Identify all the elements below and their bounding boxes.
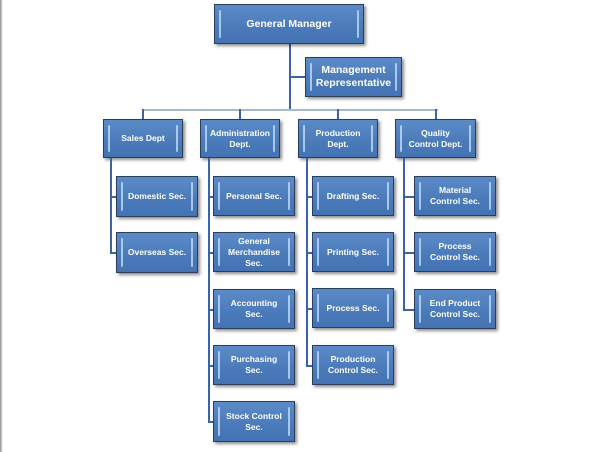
section-box[interactable]: Production Control Sec.: [312, 345, 394, 385]
department-label: Sales Dept: [121, 133, 165, 143]
department-box-sales[interactable]: Sales Dept: [103, 119, 183, 158]
section-box[interactable]: Printing Sec.: [312, 232, 394, 272]
section-box[interactable]: Stock Control Sec.: [213, 401, 295, 442]
connector-admin-branch: [208, 158, 210, 423]
connector-production-branch: [306, 158, 308, 367]
connector-sales-branch: [110, 158, 112, 254]
section-box[interactable]: Personal Sec.: [213, 176, 295, 216]
connector-admin-1: [208, 252, 213, 254]
general-manager-label: General Manager: [246, 17, 332, 30]
department-box-quality-control[interactable]: Quality Control Dept.: [395, 119, 476, 158]
section-label: Production Control Sec.: [327, 354, 379, 375]
connector-qc-branch: [403, 158, 405, 311]
connector-production-3: [306, 365, 312, 367]
connector-production-2: [306, 308, 312, 310]
section-label: Printing Sec.: [327, 246, 379, 257]
section-box[interactable]: End Product Control Sec.: [414, 289, 496, 329]
section-label: End Product Control Sec.: [429, 298, 481, 319]
section-box[interactable]: General Merchandise Sec.: [213, 232, 295, 272]
general-manager-box[interactable]: General Manager: [214, 4, 364, 44]
connector-dept-0: [142, 109, 144, 119]
left-edge-shadow: [0, 0, 3, 452]
section-label: Domestic Sec.: [127, 191, 187, 201]
department-label: Quality Control Dept.: [408, 127, 463, 149]
connector-qc-1: [403, 252, 414, 254]
connector-sales-1: [110, 252, 116, 254]
section-box[interactable]: Material Control Sec.: [414, 176, 496, 216]
connector-admin-2: [208, 309, 213, 311]
section-box[interactable]: Domestic Sec.: [116, 176, 198, 217]
section-label: Purchasing Sec.: [230, 354, 278, 375]
section-label: Stock Control Sec.: [226, 410, 282, 432]
connector-qc-2: [403, 309, 414, 311]
connector-qc-0: [403, 196, 414, 198]
connector-dept-2: [337, 109, 339, 119]
department-box-administration[interactable]: Administration Dept.: [200, 119, 280, 158]
section-label: Process Control Sec.: [429, 241, 481, 262]
section-box[interactable]: Drafting Sec.: [312, 176, 394, 216]
section-label: Overseas Sec.: [127, 247, 187, 257]
section-box[interactable]: Process Sec.: [312, 288, 394, 328]
connector-production-1: [306, 252, 312, 254]
section-box[interactable]: Overseas Sec.: [116, 232, 198, 273]
connector-admin-3: [208, 365, 213, 367]
connector-admin-4: [208, 421, 213, 423]
management-representative-label: Management Representative: [315, 64, 392, 89]
connector-dept-bar: [142, 109, 438, 111]
connector-production-0: [306, 196, 312, 198]
section-box[interactable]: Purchasing Sec.: [213, 345, 295, 385]
connector-dept-1: [239, 109, 241, 119]
section-box[interactable]: Process Control Sec.: [414, 232, 496, 272]
section-label: General Merchandise Sec.: [228, 235, 280, 268]
section-label: Process Sec.: [326, 302, 380, 313]
connector-staff: [290, 76, 305, 78]
section-box[interactable]: Accounting Sec.: [213, 289, 295, 329]
section-label: Personal Sec.: [226, 190, 282, 201]
department-box-production[interactable]: Production Dept.: [298, 119, 378, 158]
section-label: Drafting Sec.: [326, 190, 380, 201]
connector-admin-0: [208, 196, 213, 198]
section-label: Accounting Sec.: [230, 298, 278, 319]
connector-dept-3: [435, 109, 437, 119]
department-label: Production Dept.: [315, 127, 361, 149]
section-label: Material Control Sec.: [429, 185, 481, 206]
management-representative-box[interactable]: Management Representative: [305, 57, 402, 97]
connector-sales-0: [110, 196, 116, 198]
department-label: Administration Dept.: [210, 127, 270, 149]
